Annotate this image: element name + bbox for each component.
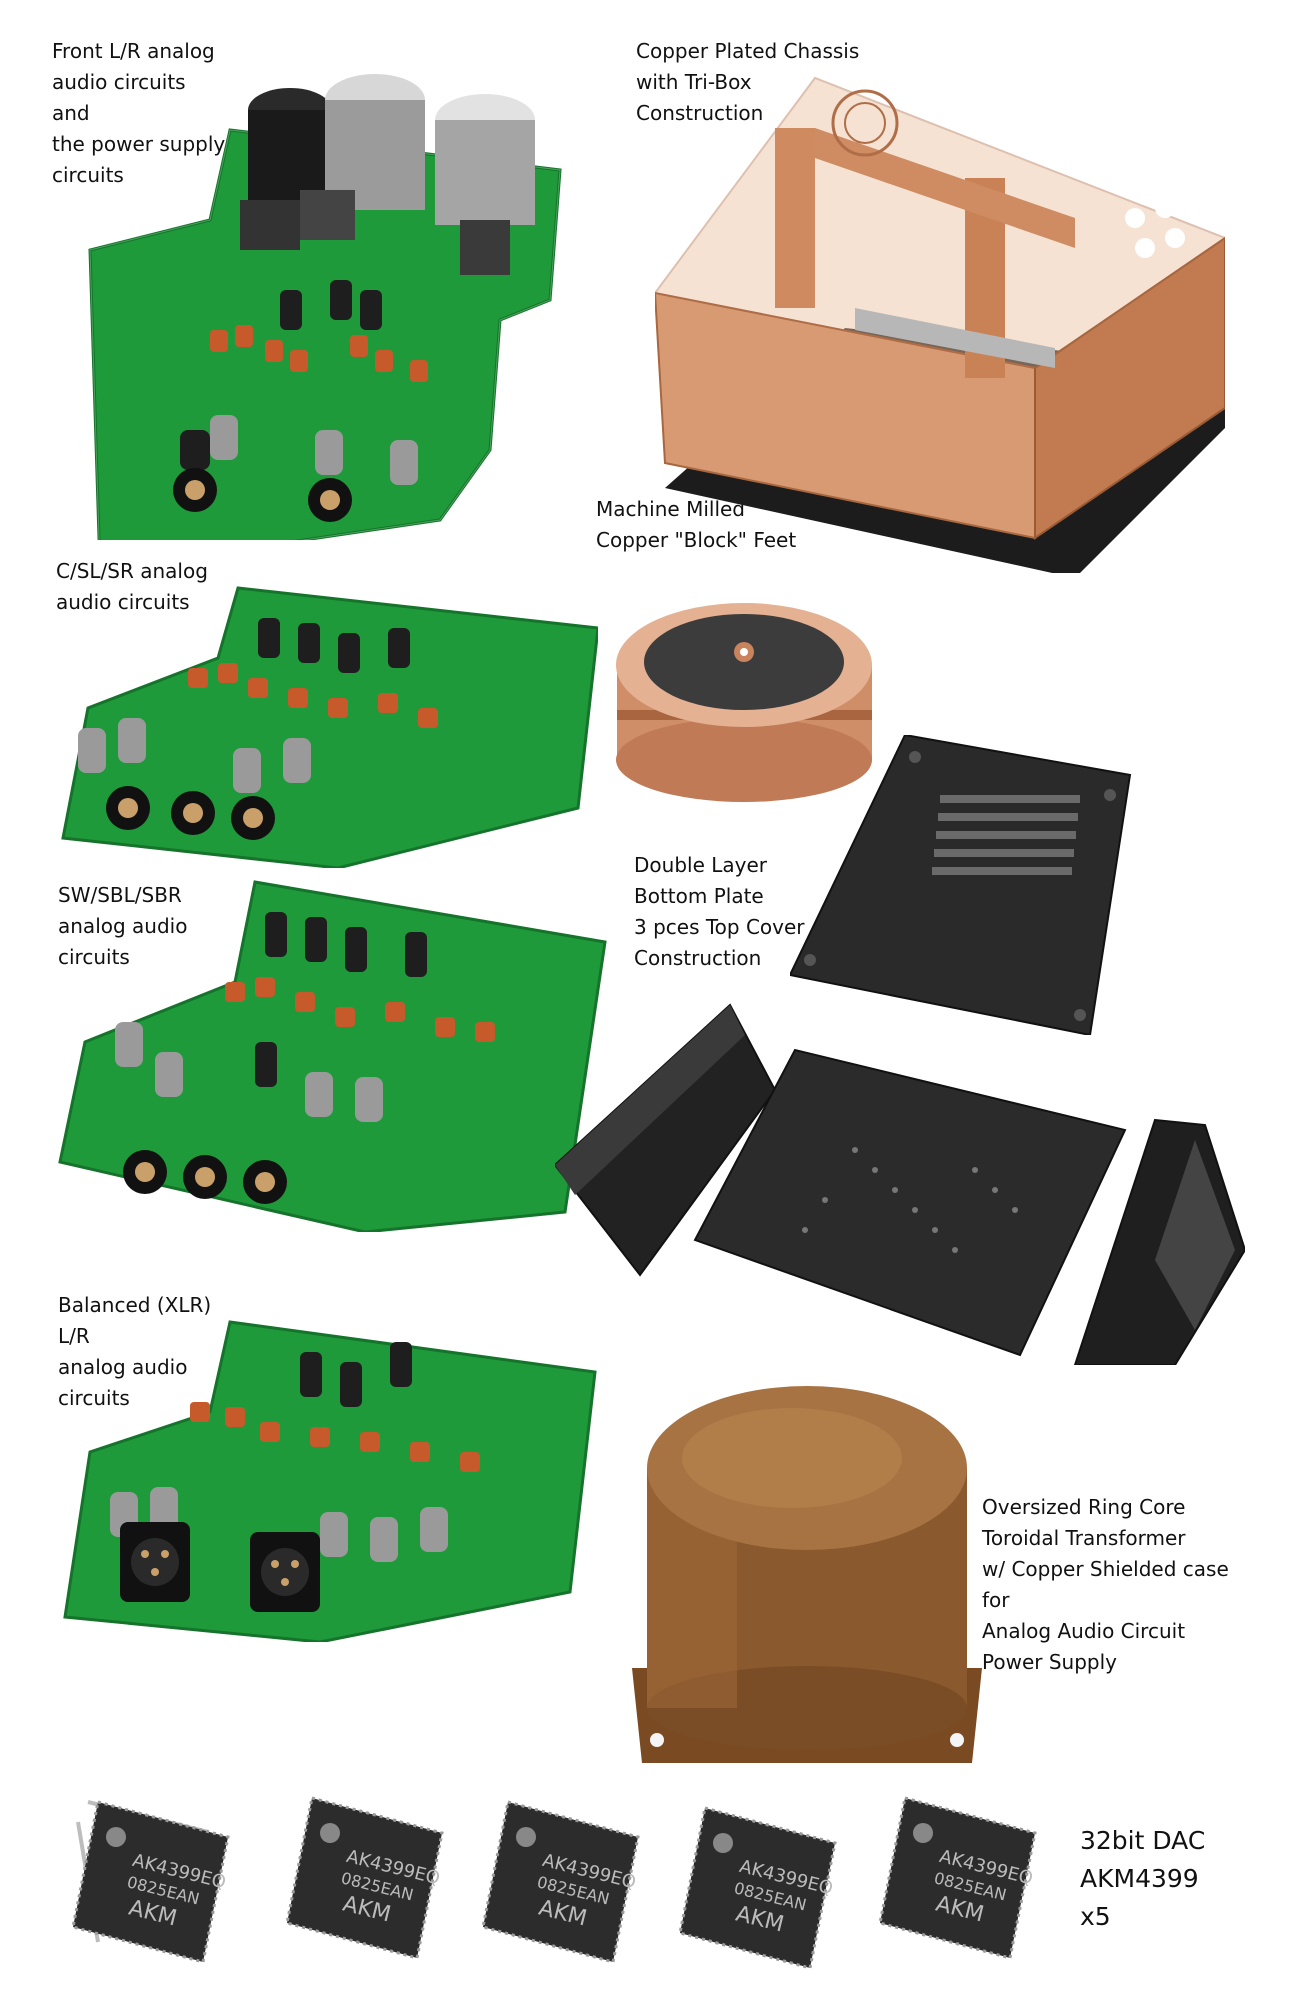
caption-c-sl-sr: C/SL/SR analog audio circuits: [56, 559, 208, 614]
dac-chip-photo-3: AK4399EQ 0825EAN AKM: [468, 1782, 653, 1967]
bottom-plate-photo: [555, 1000, 1245, 1365]
dac-chip-photo-1: AK4399EQ 0825EAN AKM: [58, 1782, 243, 1967]
dac-chip-photo-2: AK4399EQ 0825EAN AKM: [272, 1778, 457, 1963]
top-cover-plate-photo: [790, 735, 1140, 1035]
pcb-sw-sbl-sbr-photo: [55, 872, 615, 1232]
caption-dac: 32bit DAC AKM4399 x5: [1080, 1826, 1206, 1931]
copper-chassis-photo: [655, 68, 1225, 573]
dac-chip-photo-5: AK4399EQ 0825EAN AKM: [865, 1778, 1050, 1963]
dac-chip-photo-4: AK4399EQ 0825EAN AKM: [665, 1788, 850, 1973]
caption-chassis: Copper Plated Chassis with Tri-Box Const…: [636, 39, 860, 125]
caption-balanced: Balanced (XLR) L/R analog audio circuits: [58, 1293, 212, 1410]
caption-sw-sbl-sbr: SW/SBL/SBR analog audio circuits: [58, 883, 188, 969]
caption-bottom-plate: Double Layer Bottom Plate 3 pces Top Cov…: [634, 853, 805, 970]
caption-feet: Machine Milled Copper "Block" Feet: [596, 497, 797, 552]
caption-transformer: Oversized Ring Core Toroidal Transformer…: [982, 1495, 1229, 1674]
toroidal-transformer-photo: [632, 1378, 982, 1768]
pcb-balanced-xlr-photo: [60, 1312, 600, 1642]
pcb-c-sl-sr-photo: [58, 568, 598, 868]
pcb-front-lr-photo: [60, 50, 620, 540]
caption-front-lr: Front L/R analog audio circuits and the …: [52, 39, 226, 187]
copper-foot-photo: [612, 590, 882, 810]
